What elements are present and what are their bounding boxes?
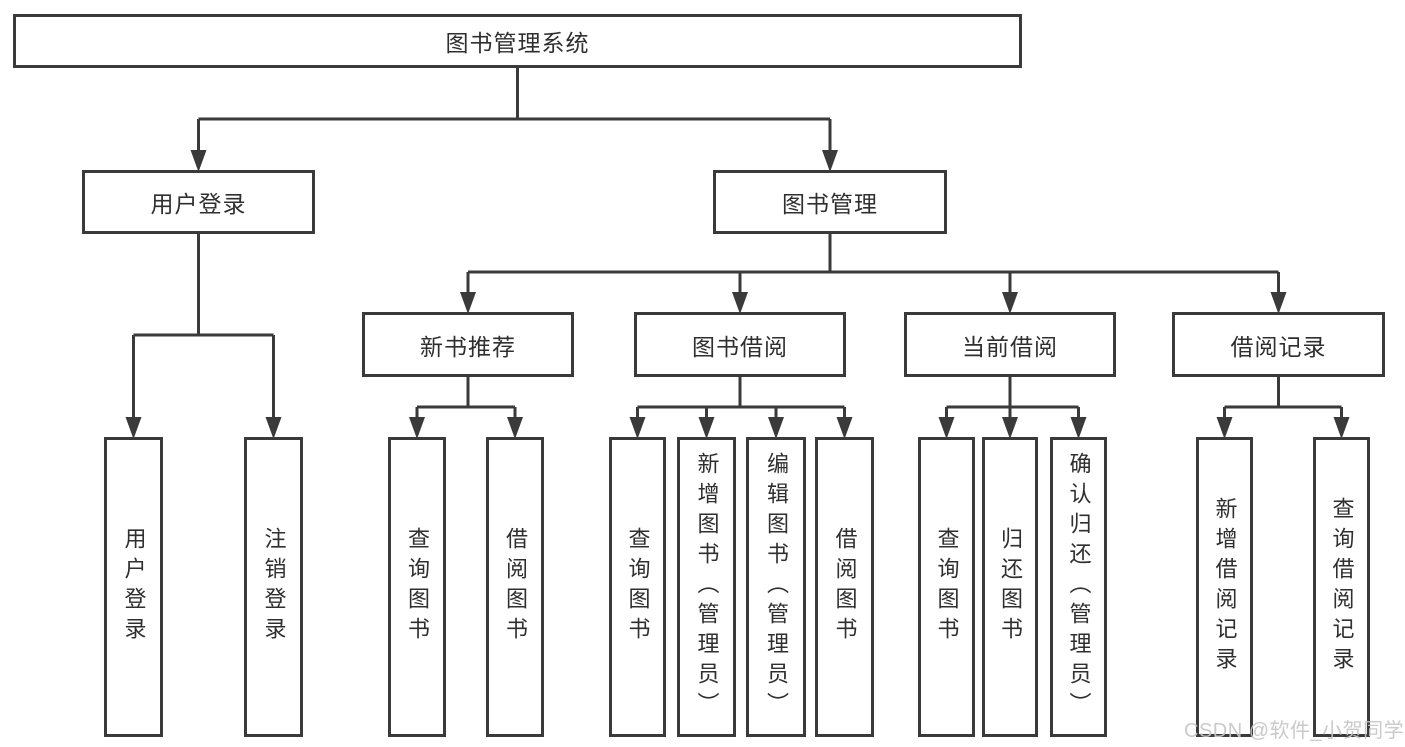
arrowhead	[732, 292, 748, 314]
arrowhead	[938, 417, 955, 439]
node-label: 查询图书	[625, 527, 651, 647]
arrowhead	[1002, 417, 1018, 439]
node-label: 当前借阅	[962, 333, 1058, 360]
arrowhead	[1216, 417, 1233, 439]
arrowhead	[190, 150, 207, 172]
node-label: 借阅记录	[1230, 333, 1327, 360]
node-cb-return: 归还图书	[982, 437, 1038, 737]
node-label: 借阅图书	[503, 527, 528, 647]
node-label: 查询图书	[934, 527, 960, 647]
arrowhead	[507, 417, 523, 439]
arrowhead	[409, 417, 425, 439]
arrowhead	[1333, 417, 1350, 439]
node-cb-query: 查询图书	[918, 437, 975, 737]
arrowhead	[265, 417, 282, 439]
node-label: 新书推荐	[420, 333, 516, 360]
arrowhead	[822, 150, 838, 172]
arrowhead	[836, 417, 853, 439]
node-label: 图书管理系统	[445, 30, 590, 56]
node-label: 查询借阅记录	[1329, 497, 1355, 677]
node-label: 新增图书（管理员）	[694, 452, 720, 722]
node-bb-add: 新增图书（管理员）	[677, 437, 736, 737]
node-bb-edit: 编辑图书（管理员）	[746, 437, 806, 737]
node-label: 编辑图书（管理员）	[764, 452, 789, 722]
node-nb-borrow: 借阅图书	[486, 437, 544, 737]
node-label: 图书借阅	[692, 333, 788, 360]
node-label: 借阅图书	[832, 527, 858, 647]
node-user-login: 用户登录	[82, 170, 315, 234]
node-label: 查询图书	[405, 527, 430, 647]
node-book-mgmt: 图书管理	[713, 170, 947, 234]
node-bb-query: 查询图书	[609, 437, 666, 737]
node-label: 用户登录	[121, 527, 147, 647]
arrowhead	[125, 417, 142, 439]
arrowhead	[629, 417, 646, 439]
node-label: 确认归还（管理员）	[1066, 452, 1092, 722]
node-new-book-rec: 新书推荐	[362, 312, 574, 377]
node-bb-borrow: 借阅图书	[815, 437, 874, 737]
node-book-borrow: 图书借阅	[634, 312, 846, 377]
node-nb-query: 查询图书	[388, 437, 446, 737]
node-leaf-logout: 注销登录	[244, 437, 303, 737]
arrowhead	[460, 292, 476, 314]
node-label: 归还图书	[998, 527, 1023, 647]
node-br-query: 查询借阅记录	[1313, 437, 1370, 737]
node-cb-confirm: 确认归还（管理员）	[1050, 437, 1107, 737]
arrowhead	[698, 417, 715, 439]
watermark: CSDN @软件_小贺同学	[1184, 720, 1405, 742]
node-borrow-records: 借阅记录	[1172, 312, 1385, 377]
node-current-borrow: 当前借阅	[904, 312, 1116, 377]
node-label: 新增借阅记录	[1212, 497, 1238, 677]
arrowhead	[1070, 417, 1087, 439]
node-label: 注销登录	[261, 527, 287, 647]
node-leaf-login: 用户登录	[104, 437, 163, 737]
node-root: 图书管理系统	[13, 14, 1022, 68]
arrowhead	[1270, 292, 1287, 314]
node-br-add: 新增借阅记录	[1196, 437, 1253, 737]
node-label: 用户登录	[150, 191, 247, 217]
arrowhead	[768, 417, 784, 439]
arrowhead	[1002, 292, 1018, 314]
node-label: 图书管理	[782, 191, 878, 217]
